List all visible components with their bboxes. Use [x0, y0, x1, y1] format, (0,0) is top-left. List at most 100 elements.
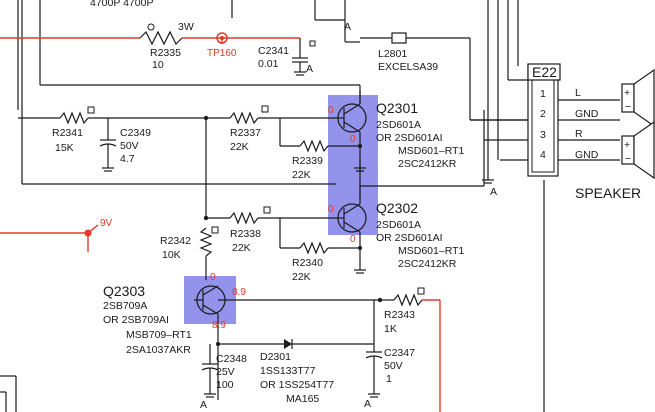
q2303-line1: 2SB709A: [103, 300, 147, 312]
highlight-q2301-q2302: [328, 95, 378, 235]
q2301-base-voltage: 0: [328, 105, 334, 116]
r2342-value: 10K: [162, 249, 181, 261]
supply-9v-line: [0, 224, 99, 252]
r2340-resistor: [279, 218, 362, 255]
r2341-ref: R2341: [52, 127, 83, 139]
r2339-ref: R2339: [292, 155, 323, 167]
c2348-capacitor: [201, 344, 219, 400]
r2338-resistor: [229, 206, 338, 225]
c2341-capacitor: [292, 38, 316, 76]
r2337-ref: R2337: [230, 127, 261, 139]
r2341-value: 15K: [55, 142, 74, 154]
speaker-left-minus: −: [625, 101, 631, 113]
q2302-base-voltage: 0: [328, 204, 334, 215]
q2303-line2: OR 2SB709AI: [103, 314, 169, 326]
q2301-emitter-voltage: 0: [350, 134, 356, 145]
c2347-rating: 50V: [384, 360, 403, 372]
top-caps-label: 4700P 4700P: [90, 0, 153, 9]
r2343-resistor: [380, 287, 441, 412]
q2303-emitter-voltage: 8.9: [212, 320, 226, 331]
e22-pin-2: 2: [540, 108, 546, 120]
r2338-value: 22K: [232, 242, 251, 254]
c2349-capacitor: [99, 118, 117, 172]
q2303-line4: 2SA1037AKR: [126, 344, 191, 356]
signal-gnd-1: GND: [575, 108, 599, 120]
r2335-value: 10: [152, 59, 164, 71]
q2301-line1: 2SD601A: [376, 119, 421, 131]
speaker-right-plus: +: [624, 139, 630, 151]
e22-ref: E22: [532, 64, 557, 80]
r2335-resistor: [0, 23, 300, 46]
c2347-ref: C2347: [384, 347, 415, 359]
ground-label-c2347: A: [364, 398, 371, 410]
supply-9v-label: 9V: [100, 218, 113, 229]
r2341-resistor: [18, 106, 230, 125]
e22-pin-4: 4: [540, 149, 546, 161]
r2335-ref: R2335: [150, 47, 181, 59]
r2339-value: 22K: [292, 169, 311, 181]
c2349-ref: C2349: [120, 127, 151, 139]
speaker-right-minus: −: [625, 153, 631, 165]
ground-label-top: A: [344, 21, 351, 33]
ground-symbol: [354, 269, 366, 274]
q2303-line3: MSB709–RT1: [126, 329, 192, 341]
c2348-value: 100: [216, 379, 234, 391]
c2348-ref: C2348: [216, 353, 247, 365]
q2301-line2: OR 2SD601AI: [376, 132, 443, 144]
q2301-line3: MSD601–RT1: [398, 145, 464, 157]
ground-label-c2348: A: [200, 399, 207, 411]
q2302-emitter-voltage: 0: [350, 234, 356, 245]
q2303-base-voltage: 0: [210, 272, 216, 283]
q2303-ref: Q2303: [103, 283, 145, 299]
r2343-value: 1K: [384, 323, 397, 335]
e22-pin-1: 1: [540, 88, 546, 100]
signal-l: L: [575, 87, 581, 99]
q2303-transistor: [194, 285, 380, 344]
l2801-ref: L2801: [378, 48, 407, 60]
q2302-line1: 2SD601A: [376, 219, 421, 231]
l2801-value: EXCELSA39: [378, 61, 438, 73]
q2302-line3: MSD601–RT1: [398, 245, 464, 257]
r2337-resistor: [229, 105, 338, 125]
speaker-label: SPEAKER: [575, 185, 641, 201]
c2341-value: 0.01: [258, 58, 279, 70]
c2347-value: 1: [386, 373, 392, 385]
e22-pin-wires: [470, 0, 620, 412]
l2801-inductor: [360, 32, 470, 44]
r2337-value: 22K: [230, 141, 249, 153]
top-wiring: [17, 0, 361, 185]
r2342-ref: R2342: [160, 235, 191, 247]
signal-r: R: [575, 128, 583, 140]
c2349-rating: 50V: [120, 140, 139, 152]
q2303-collector-voltage: 8.9: [232, 287, 246, 298]
d2301-diode: [216, 339, 374, 349]
r2338-ref: R2338: [230, 228, 261, 240]
r2343-ref: R2343: [384, 309, 415, 321]
r2342-resistor: [199, 226, 219, 280]
ground-label-e22: A: [490, 186, 497, 198]
d2301-line1: 1SS133T77: [260, 365, 316, 377]
r2339-resistor: [279, 118, 362, 153]
c2341-ref: C2341: [258, 45, 289, 57]
q2302-line4: 2SC2412KR: [398, 258, 457, 270]
e22-pin-3: 3: [540, 129, 546, 141]
bottom-left-lines: [0, 375, 17, 412]
d2301-line3: MA165: [286, 393, 319, 405]
c2349-value: 4.7: [120, 153, 135, 165]
r2340-ref: R2340: [292, 257, 323, 269]
q2302-transistor: [337, 185, 484, 270]
ground-label-c2341: A: [306, 63, 313, 75]
q2302-ref: Q2302: [376, 200, 418, 216]
c2347-capacitor: [365, 300, 383, 398]
speaker-right-icon: [621, 120, 655, 180]
ground-symbol: [354, 160, 366, 172]
tp160-label: TP160: [207, 48, 237, 59]
speaker-left-plus: +: [624, 87, 630, 99]
e22-connector: [527, 63, 561, 177]
r2335-power: 3W: [178, 21, 194, 33]
c2348-rating: 25V: [216, 366, 235, 378]
q2301-ref: Q2301: [376, 100, 418, 116]
d2301-ref: D2301: [260, 351, 291, 363]
speaker-left-icon: [621, 68, 655, 128]
